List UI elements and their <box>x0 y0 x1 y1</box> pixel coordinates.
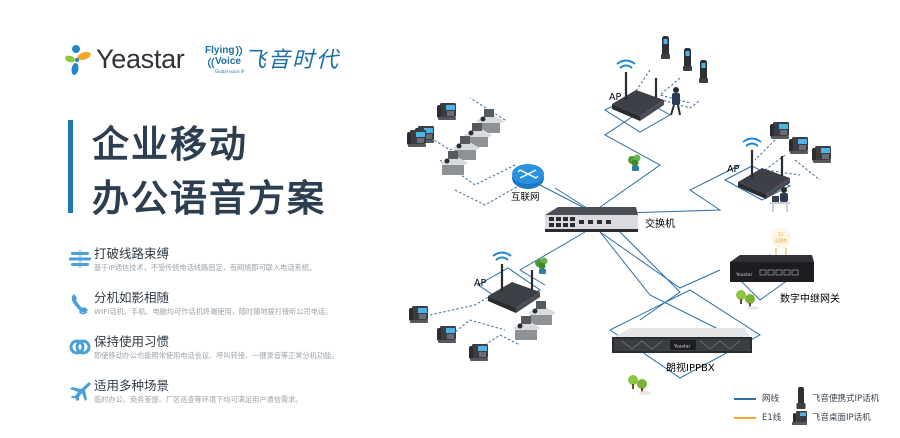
ippbx-brand: Yeastar <box>673 344 691 350</box>
handset-icon <box>71 294 88 315</box>
ippbx-outline <box>609 289 761 379</box>
feature-description: 临时办公、商务差旅、厂区巡查等环境下均可满足用户通信需求。 <box>94 395 303 404</box>
legend-network-line-swatch <box>734 398 756 400</box>
title-accent-bar <box>68 120 73 213</box>
desk-phone-legend-icon <box>792 411 807 425</box>
internet-label: 互联网 <box>511 192 540 203</box>
flying-voice-word-2: Voice <box>215 56 241 67</box>
feature-item-2: 分机如影相随 WIFI话机、手机、电脑均可作话机终端使用，随时随地拨打接听公司电… <box>64 287 394 327</box>
tree-icon <box>628 375 651 395</box>
feature-description: WIFI话机、手机、电脑均可作话机终端使用，随时随地拨打接听公司电话。 <box>94 307 333 316</box>
feature-item-1: 打破线路束缚 基于IP通信技术，不受传统电话线路固定，有网络即可联入电话系统。 <box>64 243 394 283</box>
gateway-label: 数字中继网关 <box>780 292 840 305</box>
network-switch-icon <box>545 207 638 232</box>
desk-worker-icon <box>770 187 790 212</box>
legend-portable-phone-label: 飞音便携式IP话机 <box>812 394 880 404</box>
feature-heading: 适用多种场景 <box>94 378 170 393</box>
line-switch-ap-right <box>624 164 741 214</box>
desk-phone <box>812 146 831 163</box>
line-switch-ap-top <box>595 104 661 211</box>
switch-label: 交换机 <box>645 217 675 230</box>
legend-e1-line-label: E1线 <box>762 413 782 423</box>
flying-voice-chinese-name: 飞音时代 <box>244 48 341 73</box>
yeastar-wordmark: Yeastar <box>96 44 185 74</box>
flying-voice-logo: Flying Voice Global voice IP <box>205 45 245 77</box>
digital-trunk-gateway-icon: Yeastar <box>730 255 814 282</box>
legend-e1-line-swatch <box>734 417 756 419</box>
line-switch-ap-left <box>519 231 586 286</box>
person-icon <box>670 87 681 116</box>
link-icon <box>69 339 91 355</box>
airplane-icon <box>70 382 91 401</box>
cordless-phone <box>661 36 670 59</box>
ap-label-left: AP <box>474 278 486 289</box>
feature-description: 基于IP通信技术，不受传统电话线路固定，有网络即可联入电话系统。 <box>94 263 317 272</box>
ippbx-server-icon: Yeastar <box>612 328 752 353</box>
feature-item-4: 适用多种场景 临时办公、商务差旅、厂区巡查等环境下均可满足用户通信需求。 <box>64 375 394 415</box>
ap-right-frame <box>723 165 792 201</box>
signal-waves-icon <box>235 45 243 57</box>
internet-router-icon <box>512 164 544 189</box>
tree-icon <box>736 290 759 310</box>
e1-bubble-line-2: 运营商 <box>775 237 787 243</box>
feature-description: 即使移动办公也能照常使用电话会议、呼叫转接、一键录音等正常分机功能。 <box>94 351 339 360</box>
desk-phone <box>770 122 789 139</box>
feature-heading: 保持使用习惯 <box>94 334 170 349</box>
cordless-phone <box>699 60 708 83</box>
feature-item-3: 保持使用习惯 即使移动办公也能照常使用电话会议、呼叫转接、一键录音等正常分机功能… <box>64 331 394 371</box>
desk-phone <box>409 306 428 323</box>
ap-label-right: AP <box>727 164 739 175</box>
line-switch-ippbx <box>619 231 681 321</box>
line-switch-gateway <box>599 231 721 289</box>
feature-heading: 分机如影相随 <box>94 290 170 305</box>
desk-phone <box>407 130 426 147</box>
legend-network-line-label: 网线 <box>762 394 780 404</box>
feature-heading: 打破线路束缚 <box>94 246 170 261</box>
gateway-brand: Yeastar <box>735 272 753 278</box>
desk-phone <box>789 137 808 154</box>
layers-icon <box>69 250 91 268</box>
network-diagram: E1 运营商 互联网 交换机 AP <box>407 36 840 395</box>
legend-desk-phone-label: 飞音桌面IP话机 <box>812 413 871 423</box>
e1-bubble-line-1: E1 <box>778 232 784 237</box>
page-title-line-2: 办公语音方案 <box>92 177 326 220</box>
access-point-left-icon <box>486 251 542 315</box>
yeastar-logo-icon <box>65 45 91 75</box>
flying-voice-word-1: Flying <box>205 45 235 56</box>
cordless-phone <box>683 48 692 71</box>
plant-icon <box>628 154 641 171</box>
e1-carrier-bubble <box>771 228 791 248</box>
desk-phone <box>469 344 488 361</box>
ippbx-label: 朗视IPPBX <box>666 361 715 374</box>
portable-phone-icon <box>796 387 806 409</box>
desk-phone <box>437 103 456 120</box>
desk-phone <box>437 326 456 343</box>
plant-icon <box>535 257 548 274</box>
signal-waves-left-icon <box>207 57 215 69</box>
legend: 网线 E1线 飞音便携式IP话机 飞音桌面IP话机 <box>728 387 900 438</box>
page-title-line-1: 企业移动 <box>92 123 248 166</box>
ap-label-top: AP <box>609 92 621 103</box>
flying-voice-tagline: Global voice IP <box>215 69 245 74</box>
access-point-top-icon <box>610 59 666 123</box>
